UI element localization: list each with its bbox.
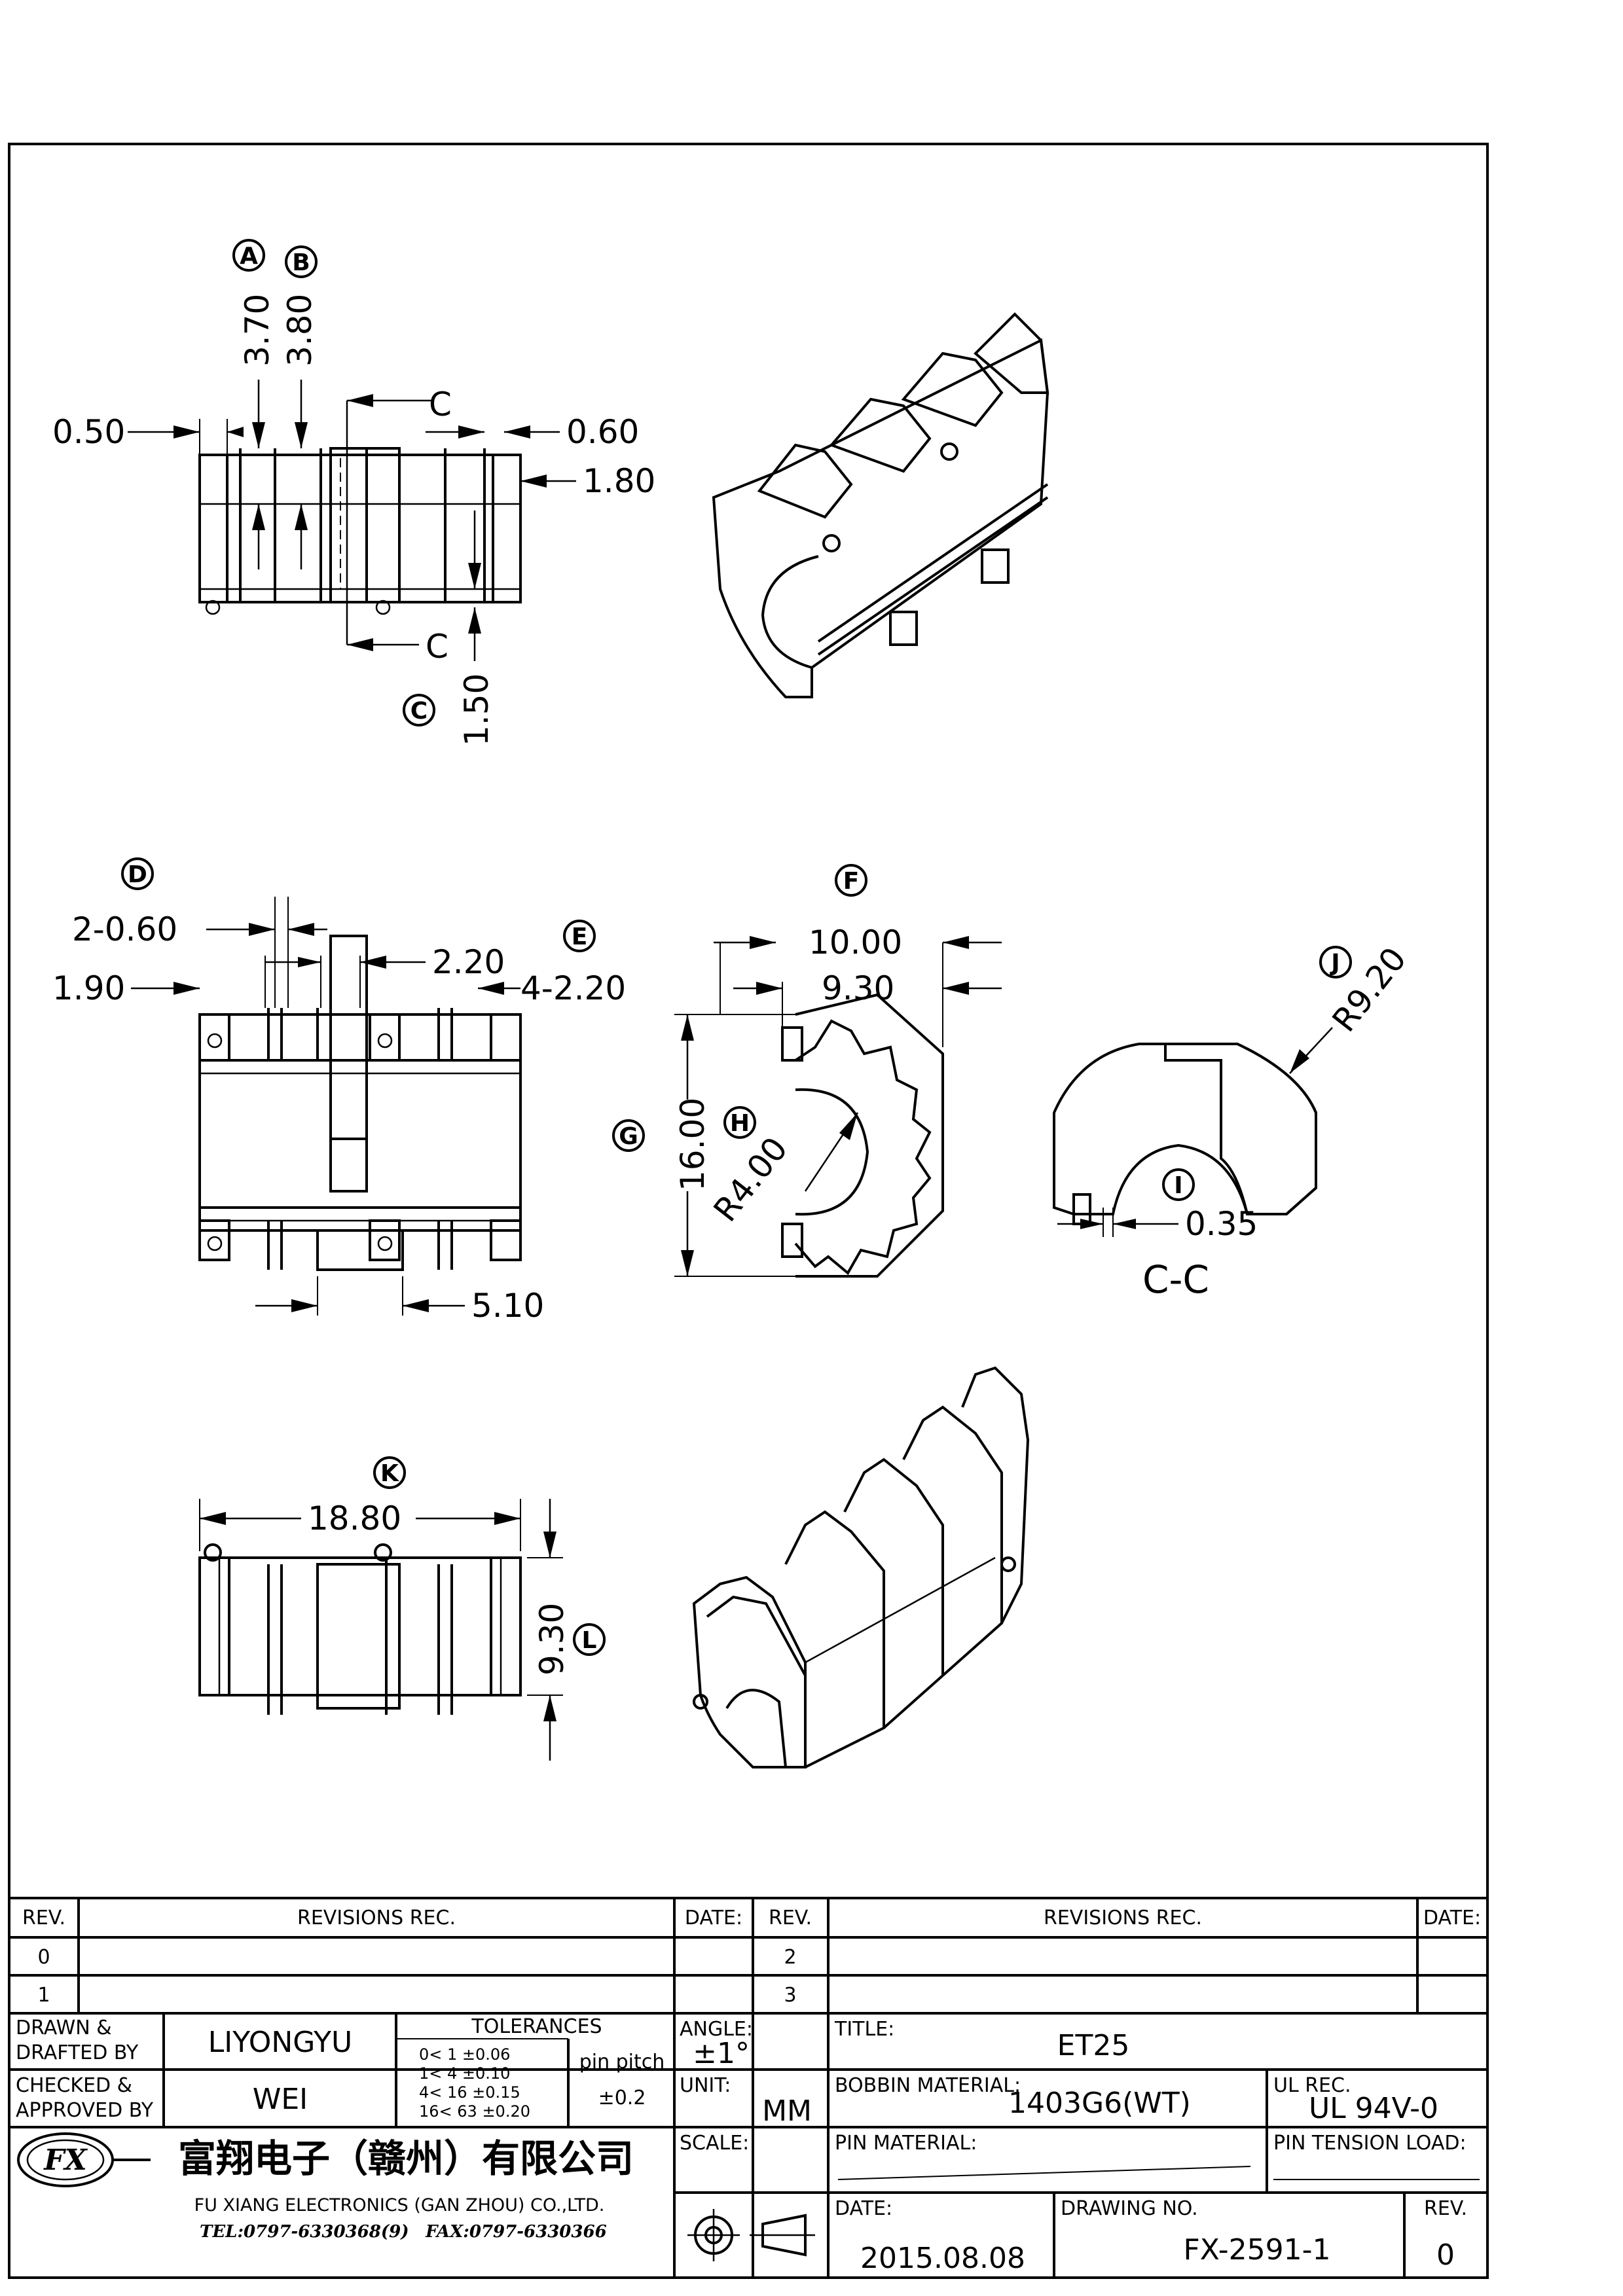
rev-1: 1 bbox=[37, 1984, 50, 2007]
isometric-view-bottom bbox=[692, 1366, 1030, 1768]
drawn-label-2: DRAFTED BY bbox=[16, 2041, 139, 2064]
ul-rec-value: UL 94V-0 bbox=[1309, 2092, 1438, 2125]
dim-2-20: 2.20 bbox=[432, 943, 505, 981]
dim-1-80: 1.80 bbox=[583, 462, 655, 500]
dim-16-00: 16.00 bbox=[674, 1098, 712, 1191]
drawing-no-label: DRAWING NO. bbox=[1061, 2197, 1198, 2220]
label-g: G bbox=[619, 1123, 638, 1150]
top-view-annotations: A B C 3.70 3.80 0.50 0.60 1.80 1.50 C C bbox=[52, 239, 655, 746]
bottom-view-annotations: K L 18.80 9.30 bbox=[308, 1456, 606, 1676]
label-e: E bbox=[572, 924, 588, 950]
label-d: D bbox=[128, 861, 147, 888]
drawn-by-value: LIYONGYU bbox=[208, 2026, 353, 2059]
section-view bbox=[1053, 1027, 1333, 1237]
label-f: F bbox=[843, 868, 860, 895]
section-mark-lower: C bbox=[426, 628, 448, 666]
date-header-left: DATE: bbox=[685, 1907, 742, 1929]
rev-3: 3 bbox=[784, 1984, 796, 2007]
date-header-right: DATE: bbox=[1423, 1907, 1481, 1929]
revisions-rec-header-left: REVISIONS REC. bbox=[297, 1907, 456, 1929]
tolerance-row-1: 0< 1 ±0.06 bbox=[419, 2045, 510, 2064]
front-view bbox=[131, 897, 522, 1316]
label-i: I bbox=[1174, 1172, 1182, 1199]
company-logo-icon: FX bbox=[17, 2132, 151, 2187]
title-block bbox=[9, 1897, 1487, 2278]
dim-3-70: 3.70 bbox=[238, 294, 276, 367]
title-block-fields: DRAWN & DRAFTED BY LIYONGYU CHECKED & AP… bbox=[16, 2015, 1467, 2275]
dim-10-00: 10.00 bbox=[809, 924, 902, 961]
company-name-en: FU XIANG ELECTRONICS (GAN ZHOU) CO.,LTD. bbox=[194, 2195, 605, 2215]
ul-rec-label: UL REC. bbox=[1273, 2074, 1351, 2097]
revisions-table: REV. REVISIONS REC. DATE: REV. REVISIONS… bbox=[22, 1907, 1481, 2007]
drawing-no-value: FX-2591-1 bbox=[1184, 2233, 1331, 2267]
dim-r4-00: R4.00 bbox=[706, 1130, 795, 1229]
dim-0-50: 0.50 bbox=[52, 413, 125, 451]
isometric-view-top bbox=[712, 312, 1049, 698]
label-c: C bbox=[410, 698, 428, 725]
dim-1-50: 1.50 bbox=[458, 673, 496, 746]
tolerance-row-4: 16< 63 ±0.20 bbox=[419, 2102, 530, 2121]
title-label: TITLE: bbox=[834, 2018, 894, 2041]
front-view-annotations: D E 2-0.60 2.20 1.90 4-2.20 5.10 bbox=[52, 857, 626, 1325]
drawing-border bbox=[8, 143, 1489, 2279]
rev-header-left: REV. bbox=[22, 1907, 65, 1929]
dim-2x0-60: 2-0.60 bbox=[72, 910, 177, 948]
label-j: J bbox=[1329, 950, 1340, 977]
tolerances-label: TOLERANCES bbox=[471, 2015, 602, 2038]
section-mark-upper: C bbox=[429, 386, 452, 423]
dim-3-80: 3.80 bbox=[281, 294, 319, 367]
side-view bbox=[674, 936, 1002, 1278]
label-k: K bbox=[380, 1460, 399, 1487]
unit-value: MM bbox=[762, 2094, 812, 2128]
angle-label: ANGLE: bbox=[680, 2018, 753, 2041]
section-view-annotations: J I R9.20 0.35 C-C bbox=[1142, 941, 1413, 1302]
bobbin-material-value: 1403G6(WT) bbox=[1008, 2087, 1191, 2120]
tolerance-row-3: 4< 16 ±0.15 bbox=[419, 2083, 520, 2102]
dim-18-80: 18.80 bbox=[308, 1499, 401, 1537]
drawn-label-1: DRAWN & bbox=[16, 2017, 112, 2039]
dim-9-30: 9.30 bbox=[822, 969, 894, 1007]
rev-header-right: REV. bbox=[769, 1907, 812, 1929]
label-h: H bbox=[730, 1110, 750, 1137]
pin-pitch-label: pin pitch bbox=[579, 2051, 665, 2073]
dim-0-60: 0.60 bbox=[566, 413, 639, 451]
top-view bbox=[128, 380, 576, 661]
company-fax: FAX:0797-6330366 bbox=[425, 2222, 607, 2242]
pin-material-label: PIN MATERIAL: bbox=[835, 2132, 977, 2155]
pin-pitch-value: ±0.2 bbox=[598, 2087, 646, 2109]
dim-9-30-bottom: 9.30 bbox=[533, 1603, 571, 1676]
checked-label-1: CHECKED & bbox=[16, 2074, 132, 2097]
company-tel: TEL:0797-6330368(9) bbox=[200, 2222, 409, 2242]
company-logo-text: FX bbox=[43, 2144, 88, 2177]
dim-5-10: 5.10 bbox=[471, 1287, 544, 1325]
section-title: C-C bbox=[1142, 1257, 1209, 1302]
projection-symbol-icon bbox=[687, 2209, 815, 2261]
dim-1-90: 1.90 bbox=[52, 969, 125, 1007]
pin-tension-label: PIN TENSION LOAD: bbox=[1273, 2132, 1467, 2155]
label-b: B bbox=[292, 249, 310, 276]
scale-label: SCALE: bbox=[680, 2132, 749, 2155]
title-value: ET25 bbox=[1057, 2029, 1130, 2062]
date-label: DATE: bbox=[835, 2197, 892, 2220]
rev-value: 0 bbox=[1436, 2238, 1455, 2272]
company-name-cn: 富翔电子（赣州）有限公司 bbox=[178, 2136, 634, 2181]
approved-by-value: WEI bbox=[253, 2083, 308, 2116]
company-block: FX 富翔电子（赣州）有限公司 FU XIANG ELECTRONICS (GA… bbox=[17, 2132, 634, 2242]
angle-value: ±1° bbox=[693, 2037, 750, 2070]
dim-0-35: 0.35 bbox=[1185, 1205, 1258, 1243]
rev-0: 0 bbox=[37, 1946, 50, 1969]
checked-label-2: APPROVED BY bbox=[16, 2099, 154, 2122]
bottom-view bbox=[198, 1499, 563, 1761]
date-value: 2015.08.08 bbox=[860, 2242, 1025, 2275]
rev-label: REV. bbox=[1424, 2197, 1467, 2220]
label-l: L bbox=[582, 1627, 597, 1654]
tolerance-row-2: 1< 4 ±0.10 bbox=[419, 2064, 510, 2083]
bobbin-material-label: BOBBIN MATERIAL: bbox=[835, 2074, 1021, 2097]
rev-2: 2 bbox=[784, 1946, 796, 1969]
revisions-rec-header-right: REVISIONS REC. bbox=[1044, 1907, 1202, 1929]
unit-label: UNIT: bbox=[680, 2074, 731, 2097]
dim-4x2-20: 4-2.20 bbox=[520, 969, 626, 1007]
label-a: A bbox=[240, 243, 258, 270]
